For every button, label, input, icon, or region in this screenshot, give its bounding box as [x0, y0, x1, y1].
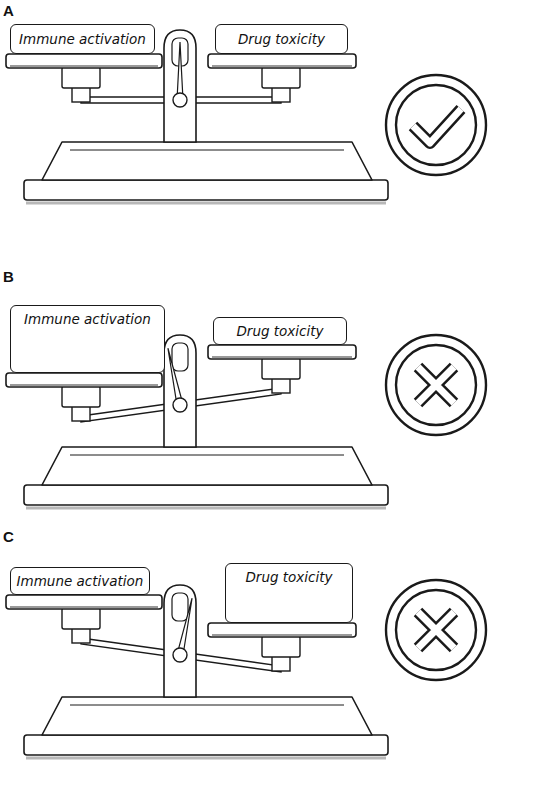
- right-pan: [208, 54, 356, 102]
- right-pan: [208, 345, 356, 393]
- box-label: Drug toxicity: [238, 31, 325, 47]
- left-pan: [6, 373, 162, 421]
- box-label: Drug toxicity: [245, 569, 332, 585]
- pivot: [173, 398, 187, 412]
- text-box: Immune activation: [10, 24, 155, 54]
- left-pan: [6, 595, 162, 643]
- symbol-ring: [386, 580, 486, 680]
- box-label: Immune activation: [17, 573, 144, 589]
- cross-mark: [418, 612, 454, 648]
- scale-needle: [177, 598, 195, 656]
- left-pan: [6, 54, 162, 102]
- pivot: [173, 93, 187, 107]
- cross-mark-fill: [418, 612, 454, 648]
- scale-base: [24, 30, 388, 203]
- symbol-ring: [386, 75, 486, 175]
- text-box: Drug toxicity: [225, 563, 353, 623]
- panel-letter: C: [3, 528, 14, 545]
- pivot: [173, 648, 187, 662]
- cross-mark-fill: [418, 367, 454, 403]
- text-box: Immune activation: [10, 305, 165, 373]
- symbol-ring: [396, 590, 476, 670]
- check-symbol: [386, 75, 486, 175]
- cross-mark: [418, 367, 454, 403]
- cross-symbol: [386, 335, 486, 435]
- symbol-ring: [396, 345, 476, 425]
- symbol-ring: [386, 335, 486, 435]
- box-label: Drug toxicity: [236, 323, 323, 339]
- panel-letter: A: [3, 2, 14, 19]
- check-mark: [413, 109, 461, 143]
- cross-symbol: [386, 580, 486, 680]
- scale-needle: [165, 348, 183, 406]
- box-label: Immune activation: [19, 31, 146, 47]
- scale-needle: [177, 42, 183, 100]
- check-mark-fill: [413, 109, 461, 143]
- text-box: Drug toxicity: [215, 24, 348, 54]
- panel-letter: B: [3, 268, 14, 285]
- scale-a: [6, 30, 388, 203]
- text-box: Immune activation: [10, 567, 150, 595]
- symbol-ring: [396, 85, 476, 165]
- right-pan: [208, 623, 356, 671]
- box-label: Immune activation: [24, 311, 151, 327]
- text-box: Drug toxicity: [213, 317, 347, 345]
